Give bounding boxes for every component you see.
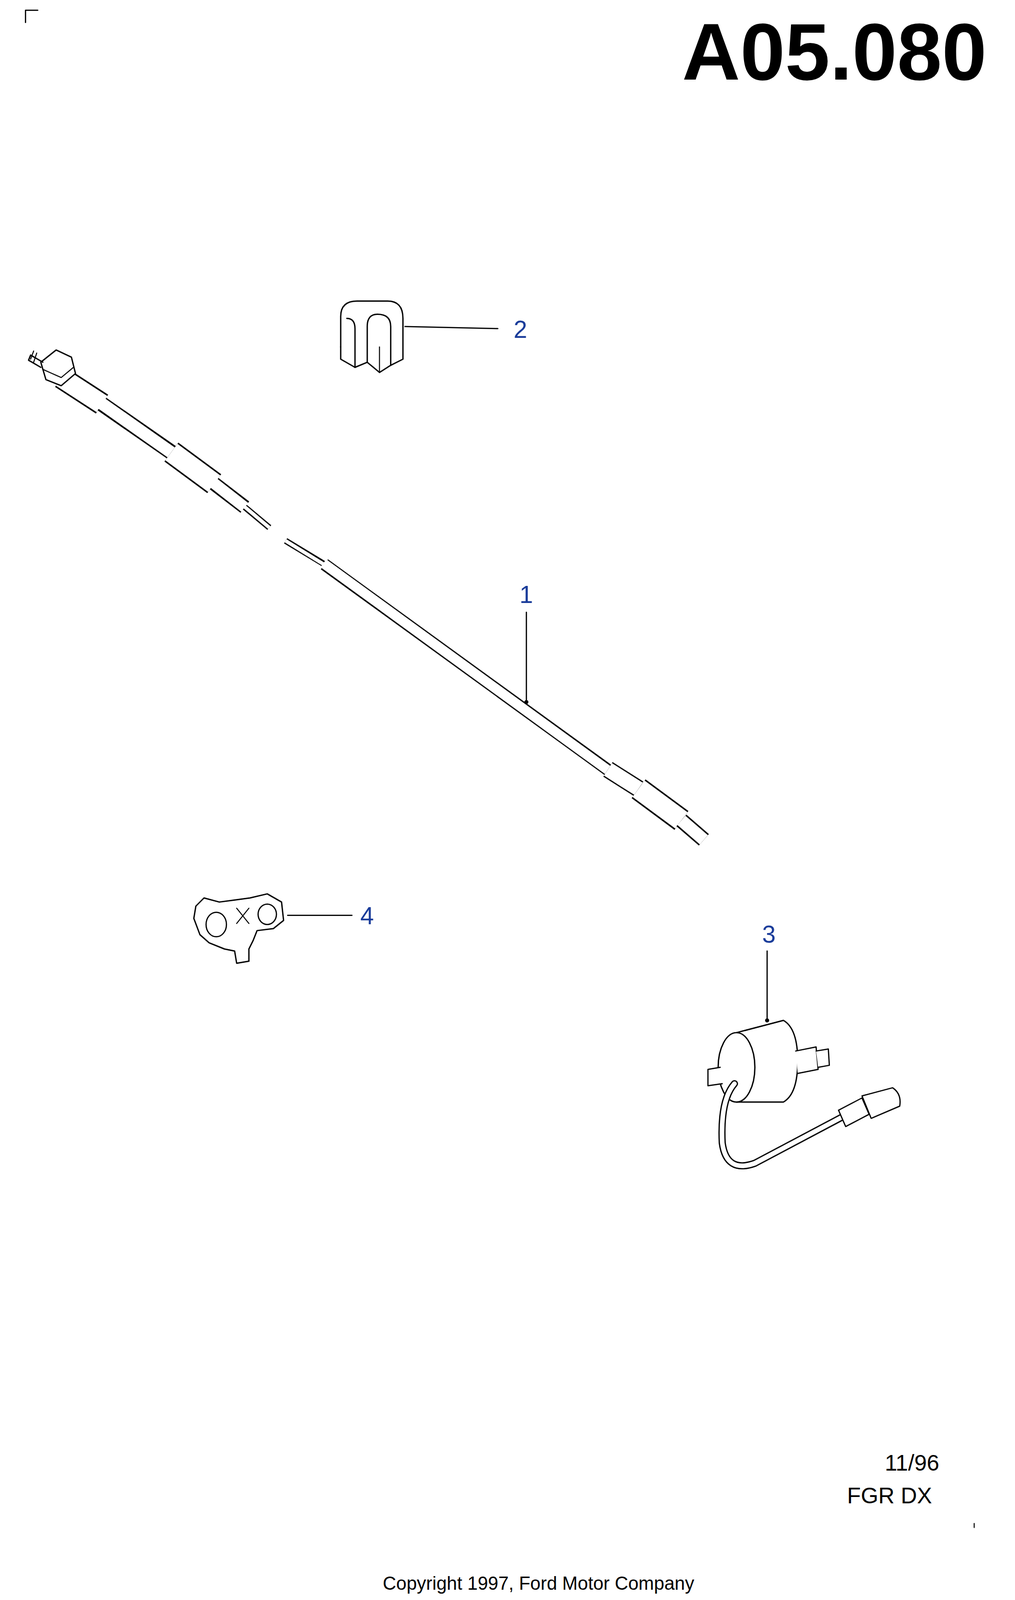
date-code: 11/96 <box>884 1451 940 1474</box>
callout-number: 2 <box>513 317 528 342</box>
callout-number: 1 <box>519 582 534 607</box>
copyright-note: Copyright 1997, Ford Motor Company <box>382 1574 695 1593</box>
sheet-number: A05.080 <box>682 11 987 93</box>
model-code: FGR DX <box>847 1484 933 1507</box>
callout-number: 4 <box>360 903 374 929</box>
callout-number: 3 <box>762 922 776 947</box>
